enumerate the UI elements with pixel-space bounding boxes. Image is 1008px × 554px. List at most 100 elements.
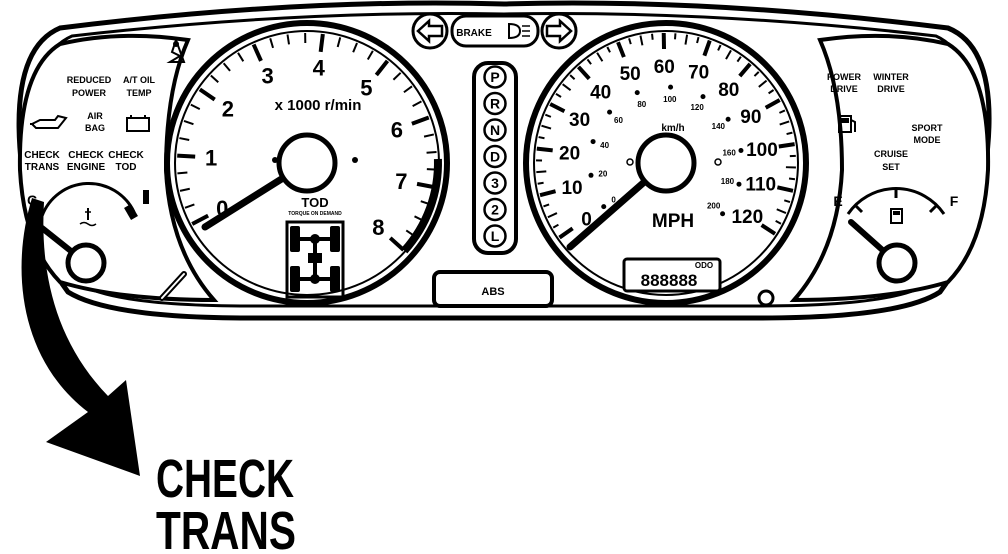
tachometer-label-8: 8: [372, 215, 384, 240]
check-trans-line1: CHECK: [24, 150, 60, 161]
kmh-label-60: 60: [614, 116, 623, 125]
tachometer-label-7: 7: [395, 169, 407, 194]
speedometer-tick: [538, 136, 545, 140]
speedometer-dot-left: [626, 158, 634, 166]
kmh-label-200: 200: [707, 202, 721, 211]
speedometer-tick: [684, 34, 689, 45]
temperature-hub: [65, 242, 107, 284]
speedometer-tick: [760, 223, 777, 236]
speedometer-tick: [549, 102, 566, 114]
mph-label-110: 110: [745, 175, 776, 196]
mph-label-120: 120: [731, 207, 763, 228]
coolant-temp-icon: [79, 208, 97, 227]
tod-label: TOD: [301, 195, 328, 210]
speedometer-tick: [537, 181, 544, 185]
fuel-gauge: E F: [833, 187, 959, 284]
speedometer-tick: [786, 131, 793, 136]
tachometer-tick: [177, 171, 188, 175]
kmh-label-40: 40: [600, 141, 609, 150]
tachometer-tick: [426, 150, 437, 154]
speedometer-tick: [541, 124, 552, 130]
tachometer-tick: [210, 74, 219, 83]
tachometer-tick: [412, 100, 422, 107]
tachometer-tick: [179, 137, 190, 141]
cruise-set-line2: SET: [882, 162, 900, 172]
tachometer-tick: [423, 133, 435, 138]
kmh-label-120: 120: [690, 103, 704, 112]
reduced-power-line1: REDUCED: [67, 75, 112, 85]
trip-reset-knob[interactable]: [757, 289, 775, 307]
gear-l-label: L: [491, 228, 500, 244]
speedometer-tick: [569, 74, 576, 80]
turn-signal-right-icon: [540, 12, 578, 50]
tachometer-label-4: 4: [313, 56, 326, 81]
speedometer-tick: [539, 189, 557, 198]
fuel-full-label: F: [950, 193, 959, 209]
sport-mode-line1: SPORT: [911, 123, 943, 133]
odometer-label: ODO: [695, 261, 713, 270]
check-engine-line2: ENGINE: [67, 162, 106, 173]
speedometer-tick: [536, 170, 547, 174]
power-drive-line1: POWER: [827, 72, 862, 82]
gear-n-ring: [483, 118, 507, 142]
mph-label-10: 10: [561, 178, 582, 199]
speedometer-tick: [788, 177, 796, 181]
gear-n-label: N: [490, 122, 500, 138]
tachometer-tick: [416, 181, 436, 190]
turn-signal-left-icon: [411, 12, 449, 50]
speedometer-tick: [753, 71, 760, 77]
fuel-pump-icon: [838, 115, 856, 133]
right-warning-panel: [789, 33, 991, 303]
speedometer-tick: [606, 46, 611, 53]
tachometer-tick: [190, 103, 201, 110]
speedometer-tick: [736, 56, 742, 63]
speedometer-ticks: [536, 32, 796, 240]
speedometer-tick: [776, 208, 787, 215]
odometer-display: [622, 257, 722, 293]
mph-label-100: 100: [746, 140, 778, 161]
speedometer-tick: [558, 226, 574, 240]
winter-drive-line2: DRIVE: [877, 84, 905, 94]
callout-check-label: CHECK: [156, 449, 294, 509]
kmh-tick-dot: [601, 204, 607, 210]
fuel-hub: [876, 242, 918, 284]
tod-drivetrain-icon: [285, 220, 345, 299]
tachometer-tick: [336, 37, 342, 48]
tachometer-tick: [352, 42, 358, 53]
callout-arrow: [21, 198, 140, 476]
kmh-tick-dot: [588, 172, 594, 178]
kmh-tick-dot: [634, 90, 640, 96]
speedometer-tick: [586, 58, 592, 65]
fuel-empty-label: E: [833, 193, 842, 209]
mph-label-30: 30: [569, 110, 590, 131]
check-tod-line1: CHECK: [108, 150, 144, 161]
gear-d-label: D: [490, 149, 500, 165]
speedometer-tick: [616, 41, 626, 58]
oil-can-icon: [30, 114, 68, 129]
kmh-label-20: 20: [598, 169, 607, 178]
speedometer-tick: [764, 98, 781, 110]
headlight-icon: [508, 22, 530, 40]
tachometer-tick: [318, 33, 325, 53]
tachometer-tick: [374, 59, 390, 77]
tachometer-tick: [237, 52, 245, 62]
speedometer-tick: [717, 44, 722, 51]
speedometer-hub: [635, 132, 697, 194]
tachometer-unit-label: x 1000 r/min: [275, 97, 362, 114]
tachometer-tick: [184, 203, 195, 209]
callout-trans-label: TRANS: [156, 501, 296, 554]
power-drive-line2: DRIVE: [830, 84, 858, 94]
kmh-tick-dot: [725, 116, 731, 122]
mph-label-90: 90: [740, 107, 761, 128]
tachometer-label-3: 3: [261, 63, 273, 88]
tachometer-label-1: 1: [205, 146, 217, 171]
speedometer-tick: [702, 39, 712, 57]
speedometer-tick: [547, 212, 558, 219]
mph-label-50: 50: [620, 64, 641, 85]
kmh-tick-dot: [590, 139, 596, 145]
at-oil-temp-line2: TEMP: [126, 88, 151, 98]
